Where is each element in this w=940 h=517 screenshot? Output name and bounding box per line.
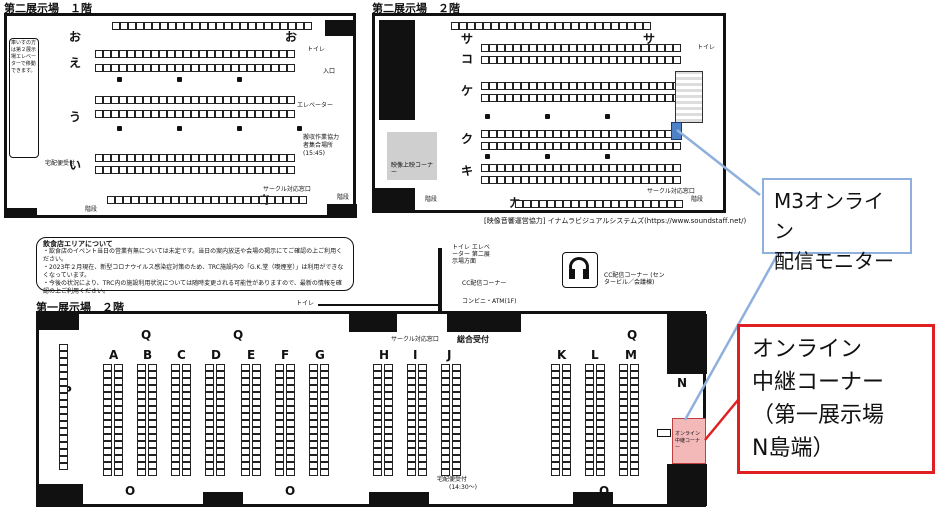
escalator bbox=[675, 71, 703, 123]
booth-row bbox=[481, 56, 681, 64]
sound-credit: [映像音響運営協力] イナムラビジュアルシステムズ(https://www.so… bbox=[484, 217, 747, 225]
cc-corner-center-label: CC配信コーナー (センタービル／会議棟) bbox=[604, 272, 665, 286]
island-G: G bbox=[315, 348, 325, 362]
delivery-label: 宅配便受付 bbox=[45, 160, 76, 167]
online-relay-corner[interactable]: オンライン中継コーナー bbox=[672, 418, 706, 464]
hall1-f2-title: 第一展示場 ２階 bbox=[36, 301, 124, 314]
circle-desk-label: サークル対応窓口 bbox=[263, 186, 311, 193]
island-C: C bbox=[177, 348, 186, 362]
booth-row bbox=[107, 196, 307, 204]
island-D: D bbox=[211, 348, 221, 362]
booth-row bbox=[95, 166, 295, 174]
stairs-label: 階段 bbox=[337, 194, 350, 201]
booth-row bbox=[481, 94, 681, 102]
booth-row bbox=[481, 142, 681, 150]
section-letter: キ bbox=[461, 164, 474, 178]
section-letter: ク bbox=[461, 132, 474, 146]
stairs-label: 階段 bbox=[691, 196, 704, 203]
gathering-label: 搬収作業協力者集合場所(15:45) bbox=[303, 134, 340, 157]
island-A: A bbox=[109, 348, 119, 362]
island-L: L bbox=[591, 348, 599, 362]
m3-monitor-callout: M3オンライン 配信モニター bbox=[762, 178, 912, 273]
delivery-label: 宅配便受付 bbox=[437, 476, 468, 483]
hall1-f2-map: P Q Q Q O O O N A B C D E F G H I J K L … bbox=[36, 311, 707, 507]
circle-desk-label: サークル対応窓口 bbox=[391, 336, 439, 343]
section-letter-Q: Q bbox=[627, 328, 638, 342]
booth-row bbox=[112, 22, 312, 30]
section-letter: ケ bbox=[461, 84, 474, 98]
booth-row bbox=[95, 96, 295, 104]
booth-row bbox=[95, 154, 295, 162]
booth-row bbox=[481, 82, 681, 90]
general-reception-label: 総合受付 bbox=[457, 335, 489, 344]
online-relay-callout: オンライン 中継コーナー （第一展示場 N島端） bbox=[737, 324, 935, 474]
section-letter: お bbox=[285, 30, 298, 44]
hall2-f1-map: 車いすの方は第２展示場エレベーターで移動できます。 お え う い あ お トイ… bbox=[4, 13, 357, 218]
section-letter: う bbox=[69, 110, 82, 124]
toilet-label: トイレ bbox=[307, 46, 326, 53]
island-F: F bbox=[281, 348, 290, 362]
island-K: K bbox=[557, 348, 567, 362]
wheelchair-notice: 車いすの方は第２展示場エレベーターで移動できます。 bbox=[9, 38, 39, 158]
section-letter-N: N bbox=[677, 376, 688, 390]
delivery-time: (14:30～) bbox=[449, 484, 477, 491]
elevator-label: エレベーター bbox=[297, 102, 334, 109]
island-I: I bbox=[413, 348, 418, 362]
section-letter-O: O bbox=[599, 484, 610, 498]
circle-desk-label: サークル対応窓口 bbox=[647, 188, 695, 195]
stairs-label: 階段 bbox=[85, 206, 98, 213]
section-letter-O: O bbox=[125, 484, 136, 498]
video-corner: 映像上映コーナー bbox=[387, 132, 437, 180]
headphone-icon bbox=[562, 252, 598, 288]
booth-row bbox=[95, 64, 295, 72]
section-letter: い bbox=[69, 158, 82, 172]
section-letter: サ bbox=[643, 32, 656, 46]
corridor-arrow bbox=[438, 248, 442, 318]
booth-row bbox=[95, 110, 295, 118]
island-H: H bbox=[379, 348, 390, 362]
hall2-f2-map: 映像上映コーナー サ コ ケ ク キ カ サ トイレ サークル対応窓口 階段 階… bbox=[372, 13, 726, 213]
booth-row bbox=[95, 50, 295, 58]
section-letter: サ bbox=[461, 32, 474, 46]
booth-row bbox=[481, 164, 681, 172]
section-letter: コ bbox=[461, 52, 474, 66]
booth-row bbox=[515, 200, 683, 208]
hall2-f2-title: 第二展示場 ２階 bbox=[372, 2, 460, 15]
toilet-label: トイレ bbox=[697, 44, 716, 51]
booth-row bbox=[451, 22, 651, 30]
island-M: M bbox=[625, 348, 637, 362]
booth-row bbox=[481, 130, 681, 138]
monitor-icon bbox=[657, 429, 671, 437]
section-letter-Q: Q bbox=[233, 328, 244, 342]
conbini-label: コンビニ・ATM(1F) bbox=[462, 298, 517, 305]
section-letter: え bbox=[69, 56, 82, 70]
booth-row bbox=[481, 176, 681, 184]
toilet-label: トイレ bbox=[296, 300, 315, 307]
island-J: J bbox=[447, 348, 452, 362]
hall2-f1-title: 第二展示場 １階 bbox=[4, 2, 92, 15]
section-letter-Q: Q bbox=[141, 328, 152, 342]
stairs-label: 階段 bbox=[425, 196, 438, 203]
island-B: B bbox=[143, 348, 153, 362]
booth-row bbox=[481, 44, 681, 52]
food-area-notice: 飲食店エリアについて ・飲食店のイベント当日の営業有無については未定です。当日の… bbox=[36, 237, 354, 295]
section-letter: お bbox=[69, 30, 82, 44]
toilet-elevator-label: トイレ エレベーター 第二展示場方面 bbox=[452, 244, 490, 265]
section-letter-O: O bbox=[285, 484, 296, 498]
cc-corner-label: CC配信コーナー bbox=[462, 280, 507, 287]
island-E: E bbox=[247, 348, 256, 362]
entrance-label: 入口 bbox=[323, 68, 336, 75]
